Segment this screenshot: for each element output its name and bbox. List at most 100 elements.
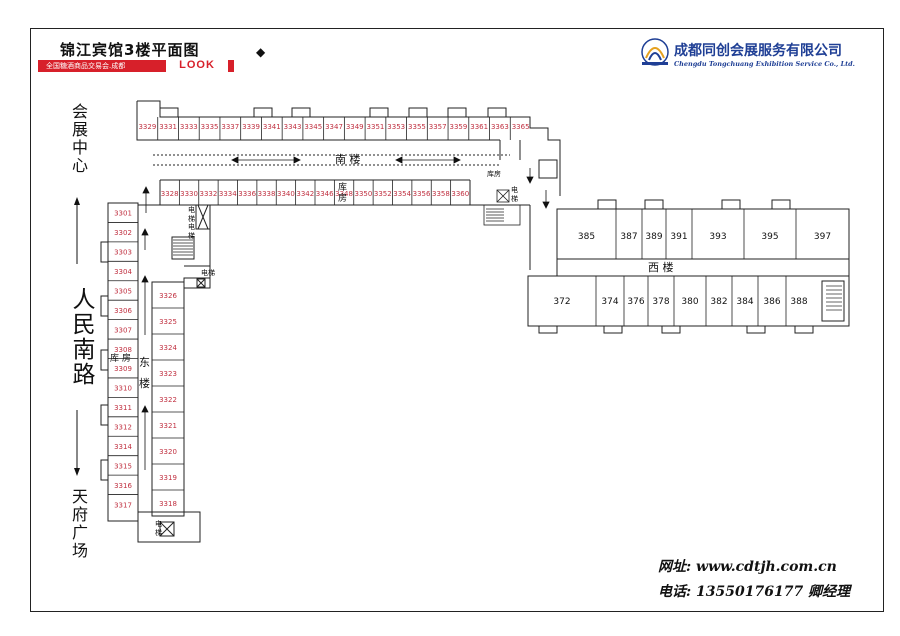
room-number: 3346 (316, 190, 334, 198)
room-number: 389 (645, 232, 662, 242)
room-number: 3361 (470, 123, 488, 131)
room-number: 391 (670, 232, 687, 242)
room-number: 3319 (159, 474, 177, 482)
room-number: 393 (709, 232, 726, 242)
room-number: 3303 (114, 249, 132, 257)
west-building-label: 西 楼 (648, 260, 674, 274)
room-number: 3325 (159, 318, 177, 326)
look-logo: LOOK (166, 59, 228, 72)
south-storage-label-b: 房 (338, 192, 347, 204)
room-number: 3306 (114, 307, 132, 315)
room-number: 3302 (114, 229, 132, 237)
room-number: 3330 (180, 190, 198, 198)
room-number: 3342 (296, 190, 314, 198)
south-elevator-icon (483, 189, 521, 226)
east-building-label-1: 东 (139, 356, 150, 369)
diamond-icon: ◆ (256, 45, 266, 59)
bottom-elevator-label-b: 梯 (155, 528, 162, 537)
room-number: 387 (620, 232, 637, 242)
room-number: 3355 (408, 123, 426, 131)
room-number: 3337 (221, 123, 239, 131)
room-number: 3357 (429, 123, 447, 131)
south-wing (136, 100, 561, 270)
room-number: 397 (814, 232, 831, 242)
website-text: 网址: www.cdtjh.com.cn (658, 559, 837, 575)
west-wing (527, 199, 850, 334)
room-number: 3312 (114, 424, 132, 432)
room-number: 3321 (159, 422, 177, 430)
room-number: 3326 (159, 292, 177, 300)
phone-text: 电话: 13550176177 卿经理 (658, 584, 851, 600)
room-number: 3324 (159, 344, 177, 352)
room-number: 3314 (114, 443, 132, 451)
room-number: 3360 (451, 190, 469, 198)
room-number: 3333 (180, 123, 198, 131)
room-number: 3345 (304, 123, 322, 131)
room-number: 3363 (491, 123, 509, 131)
company-name: 成都同创会展服务有限公司 (674, 43, 842, 59)
room-number: 3316 (114, 482, 132, 490)
room-number: 3323 (159, 370, 177, 378)
room-number: 3310 (114, 385, 132, 393)
room-number: 384 (736, 297, 753, 307)
room-number: 3318 (159, 500, 177, 508)
room-number: 376 (627, 297, 644, 307)
east-elevator-label-b: 梯 (188, 214, 195, 223)
east-elevator-label-a: 电 (188, 205, 195, 214)
room-number: 3322 (159, 396, 177, 404)
room-number: 380 (681, 297, 698, 307)
room-number: 3347 (325, 123, 343, 131)
room-number: 3341 (263, 123, 281, 131)
room-number: 3359 (450, 123, 468, 131)
side-label-road: 人民南路 (68, 287, 94, 387)
room-number: 395 (761, 232, 778, 242)
room-number: 3335 (201, 123, 219, 131)
room-number: 3356 (413, 190, 431, 198)
room-number: 388 (790, 297, 807, 307)
room-number: 3332 (200, 190, 218, 198)
room-number: 3365 (512, 123, 530, 131)
room-number: 3307 (114, 326, 132, 334)
east-building-label-2: 楼 (139, 376, 150, 390)
east-elevator-label-c: 电 (188, 222, 195, 231)
side-label-top: 会展中心 (69, 103, 88, 175)
room-number: 3339 (242, 123, 260, 131)
room-number: 3353 (387, 123, 405, 131)
room-number: 3304 (114, 268, 132, 276)
room-number: 3343 (284, 123, 302, 131)
south-elevator-label-a: 电 (511, 185, 518, 194)
room-number: 3351 (367, 123, 385, 131)
room-number: 3311 (114, 404, 132, 412)
east-elevator-label: 电梯 (201, 268, 215, 277)
east-wing (100, 202, 211, 543)
room-number: 3329 (138, 123, 156, 131)
room-number: 3350 (355, 190, 373, 198)
room-number: 386 (763, 297, 780, 307)
room-number: 3331 (159, 123, 177, 131)
room-number: 3309 (114, 365, 132, 373)
room-number: 3338 (258, 190, 276, 198)
room-number: 3352 (374, 190, 392, 198)
south-storage-label-a: 库 (338, 181, 347, 193)
event-banner-text: 全国糖酒商品交易会.成都 (46, 62, 126, 70)
east-corridor-arrows (141, 228, 149, 470)
room-number: 385 (578, 232, 595, 242)
stair-icon (173, 208, 842, 311)
room-number: 3336 (238, 190, 256, 198)
room-number: 3320 (159, 448, 177, 456)
room-number: 3348 (335, 190, 353, 198)
east-storage-label: 库 房 (110, 352, 131, 364)
room-number: 3315 (114, 462, 132, 470)
page-frame (30, 28, 884, 612)
room-number: 3301 (114, 210, 132, 218)
room-number: 3358 (432, 190, 450, 198)
page-title: 锦江宾馆3楼平面图 (60, 41, 200, 59)
room-number: 372 (553, 297, 570, 307)
room-number: 3334 (219, 190, 237, 198)
room-number: 3308 (114, 346, 132, 354)
side-label-bottom: 天府广场 (69, 488, 88, 560)
room-number: 3340 (277, 190, 295, 198)
